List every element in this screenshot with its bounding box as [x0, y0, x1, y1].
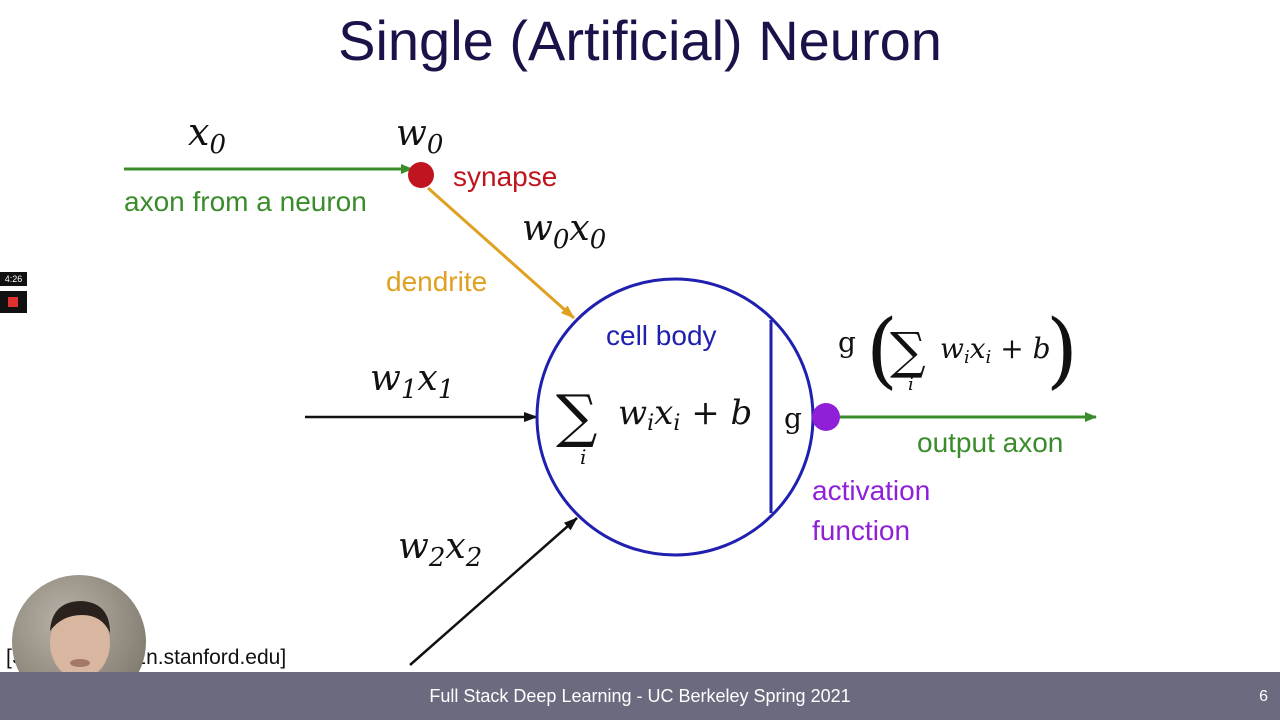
cell-formula: wixi + b — [618, 393, 752, 436]
output-sum-symbol: ∑ — [890, 322, 926, 380]
g-output: g — [838, 326, 856, 359]
activation-label-line1: activation — [812, 475, 930, 506]
recording-indicator: 4:26 — [0, 272, 27, 313]
axon-label: axon from a neuron — [124, 186, 367, 217]
recording-time: 4:26 — [0, 272, 27, 286]
output-paren-close: ) — [1046, 303, 1078, 398]
stop-recording-button[interactable] — [0, 291, 27, 313]
dendrite-label: dendrite — [386, 266, 487, 297]
w0x0-label: w0x0 — [522, 208, 606, 255]
activation-label-line2: function — [812, 515, 910, 546]
page-number: 6 — [1259, 688, 1268, 705]
w1x1-label: w1x1 — [370, 358, 454, 405]
sum-symbol: ∑ — [556, 382, 597, 450]
output-paren-open: ( — [866, 303, 898, 398]
dendrite-arrow — [427, 186, 575, 320]
output-formula: wixi + b — [940, 332, 1051, 368]
output-sum-index: i — [908, 374, 914, 395]
w0-label: w0 — [396, 113, 443, 160]
activation-dot — [812, 403, 840, 431]
stop-icon — [8, 297, 18, 307]
sum-index: i — [580, 445, 586, 469]
w2x2-label: w2x2 — [398, 526, 482, 573]
cell-body-label: cell body — [606, 320, 717, 351]
footer-text: Full Stack Deep Learning - UC Berkeley S… — [429, 686, 851, 706]
output-label: output axon — [917, 427, 1063, 458]
input-2-arrow — [409, 517, 578, 666]
slide-footer: Full Stack Deep Learning - UC Berkeley S… — [0, 672, 1280, 720]
synapse-dot — [408, 162, 434, 188]
synapse-label: synapse — [453, 161, 557, 192]
x0-label: x0 — [188, 110, 226, 160]
g-cell: g — [784, 402, 802, 435]
slide-title: Single (Artificial) Neuron — [338, 9, 942, 72]
